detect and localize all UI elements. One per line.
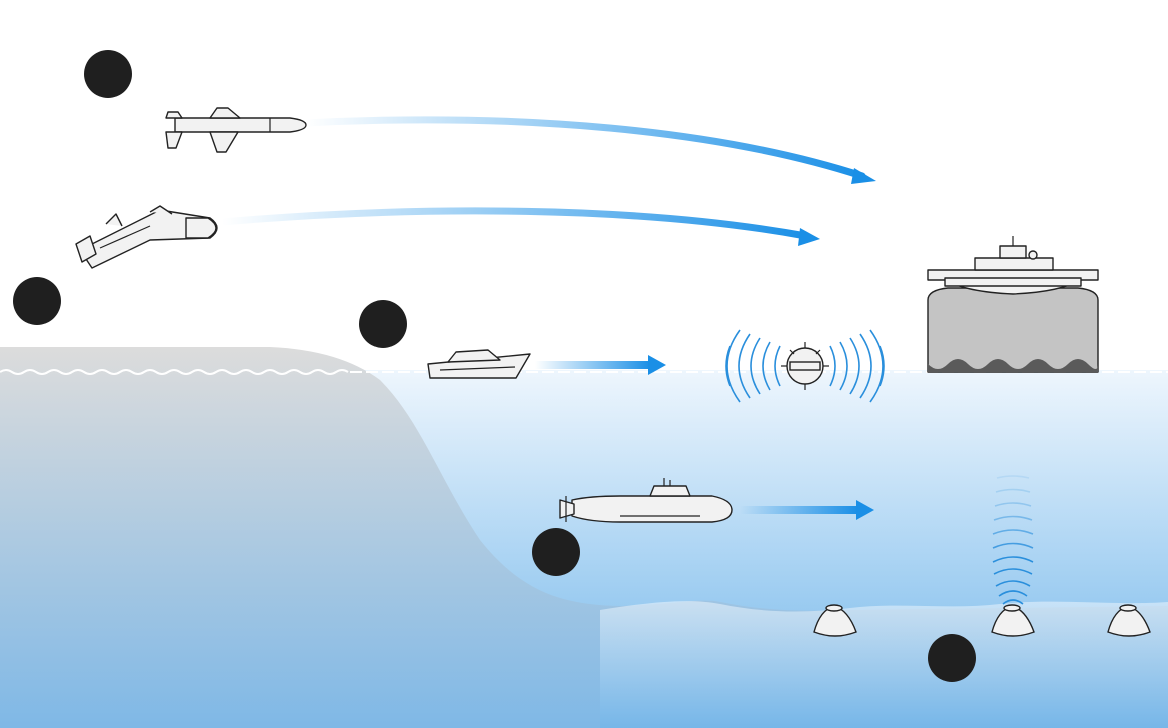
- seabed-ridge: [600, 601, 1168, 728]
- marker-boat: [359, 300, 407, 348]
- naval-mine-sonar: [725, 329, 885, 403]
- submarine-trajectory-arrow: [740, 500, 874, 520]
- seabed-mine-icon: [991, 604, 1035, 637]
- drone-trajectory-arrow: [218, 207, 820, 246]
- unmanned-surface-boat-icon: [427, 349, 531, 379]
- target-ship-icon: [927, 236, 1099, 373]
- seabed-mine-sonar: [992, 475, 1034, 605]
- loitering-drone-icon: [75, 205, 218, 269]
- submarine-icon: [559, 478, 733, 523]
- marker-submarine: [532, 528, 580, 576]
- cruise-missile-icon: [165, 107, 307, 153]
- seabed-mine-icon: [1107, 604, 1151, 637]
- boat-trajectory-arrow: [535, 355, 666, 375]
- marker-seabed-mines: [928, 634, 976, 682]
- seabed-mine-icon: [813, 604, 857, 637]
- missile-trajectory-arrow: [301, 116, 876, 184]
- water-surface-line: [0, 369, 349, 375]
- marker-missile: [84, 50, 132, 98]
- marker-drone: [13, 277, 61, 325]
- moored-naval-mine-icon: [781, 342, 829, 390]
